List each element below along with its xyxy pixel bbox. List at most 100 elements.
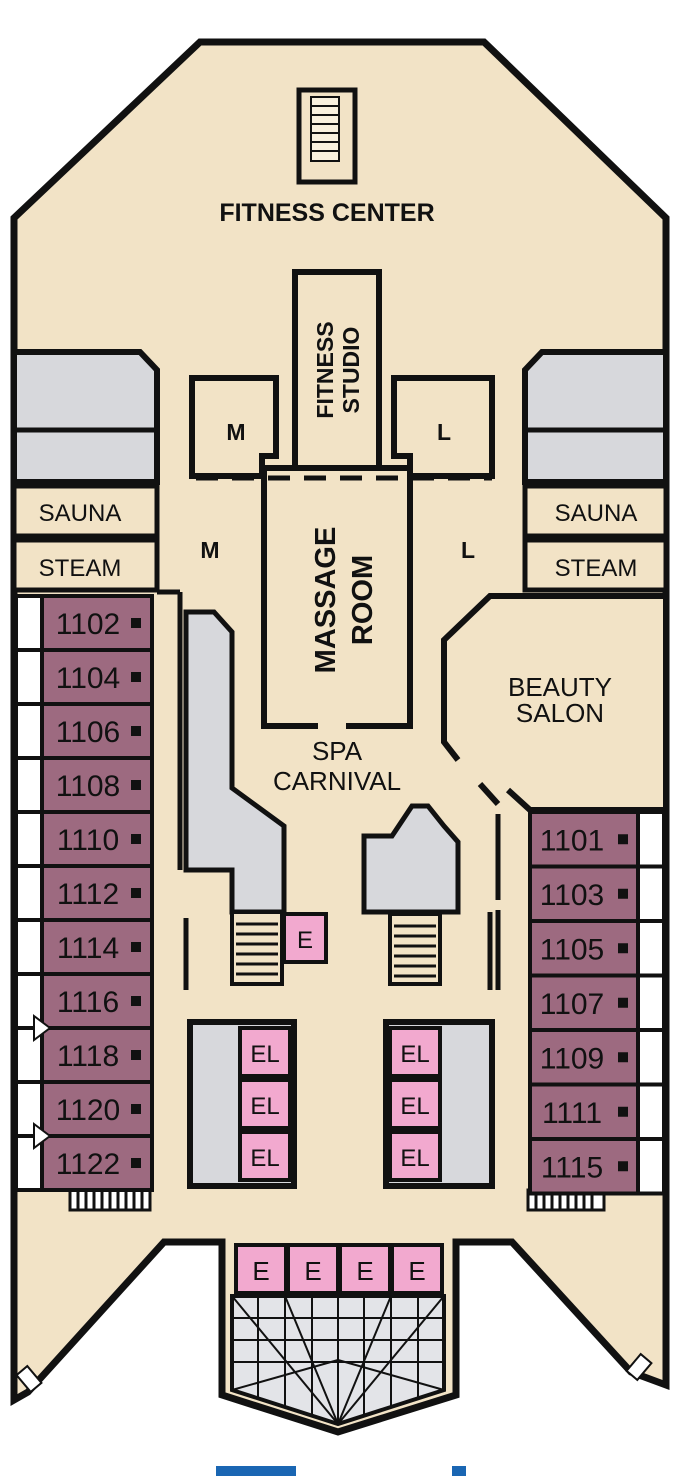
left-steam-label: STEAM xyxy=(39,555,122,582)
fitness-center-label: FITNESS CENTER xyxy=(219,199,434,227)
cabin-door-marker xyxy=(131,942,141,952)
cabin-door-marker xyxy=(618,1161,628,1172)
cabin-number: 1110 xyxy=(57,824,119,857)
bottom-elevator-1-label: E xyxy=(252,1256,269,1286)
left-steam-room xyxy=(11,537,160,593)
cabin-number: 1114 xyxy=(57,932,119,965)
left-upper-gray-block xyxy=(11,349,160,485)
cabin-1122: 1122 xyxy=(14,1134,154,1192)
left-corner-marker xyxy=(15,1364,43,1394)
left-vent-grille xyxy=(68,1188,152,1212)
cabin-balcony xyxy=(14,702,44,760)
balcony-marker-icon xyxy=(33,1122,52,1150)
cabin-number: 1111 xyxy=(542,1097,602,1130)
cabin-door-marker xyxy=(618,888,628,899)
left-cabin-column: 1102 1104 1106 1108 1110 1112 1114 1116 1118 1120… xyxy=(14,594,154,1192)
cabin-1114: 1114 xyxy=(14,918,154,976)
elevator-right-3 xyxy=(388,1130,442,1182)
cabin-door-marker xyxy=(131,1158,141,1168)
beauty-salon-label-2: SALON xyxy=(516,698,604,728)
cabin-door-marker xyxy=(131,1050,141,1060)
balcony-marker-icon xyxy=(33,1014,52,1042)
glass-atrium-skylight xyxy=(230,1294,446,1427)
fitness-studio-label-1: FITNESS xyxy=(312,321,338,418)
right-sauna-room xyxy=(522,483,669,539)
cabin-1102: 1102 xyxy=(14,594,154,652)
cabin-1111: 1111 xyxy=(528,1082,666,1141)
bottom-elevator-2-label: E xyxy=(304,1256,321,1286)
cabin-door-marker xyxy=(131,726,141,736)
cabin-number: 1106 xyxy=(56,716,121,749)
left-elevator-e-label: E xyxy=(297,927,313,954)
cabin-number: 1103 xyxy=(540,879,605,912)
left-stairs-icon xyxy=(230,910,284,986)
cabin-1116: 1116 xyxy=(14,972,154,1030)
cabin-1103: 1103 xyxy=(528,864,666,923)
left-sauna-label: SAUNA xyxy=(39,500,122,527)
cabin-number: 1115 xyxy=(541,1151,603,1184)
elevator-left-3 xyxy=(238,1130,292,1182)
cabin-balcony xyxy=(636,810,666,869)
left-spa-gray-area xyxy=(183,609,287,915)
center-stairs-icon xyxy=(388,912,442,986)
cabin-1115: 1115 xyxy=(528,1137,666,1196)
ladies-area-label: L xyxy=(461,537,475,563)
cabin-number: 1104 xyxy=(56,662,121,695)
cabin-number: 1107 xyxy=(540,988,605,1021)
cabin-door-marker xyxy=(131,996,141,1006)
bottom-blue-fragment-1 xyxy=(216,1466,296,1476)
spa-carnival-label-2: CARNIVAL xyxy=(273,766,401,796)
fitness-studio-label-2: STUDIO xyxy=(338,327,364,414)
bottom-elevator-2 xyxy=(286,1243,340,1295)
left-sauna-room xyxy=(11,483,160,539)
right-corner-marker xyxy=(625,1352,653,1382)
cabin-1109: 1109 xyxy=(528,1028,666,1087)
left-elevator-e xyxy=(282,912,328,964)
cabin-1106: 1106 xyxy=(14,702,154,760)
cabin-number: 1108 xyxy=(56,770,121,803)
cabin-balcony xyxy=(14,918,44,976)
elevator-right-1 xyxy=(388,1026,442,1078)
elevator-right-2-label: EL xyxy=(400,1093,429,1120)
elevator-left-3-label: EL xyxy=(250,1145,279,1172)
cabin-balcony xyxy=(636,864,666,923)
men-room-label: M xyxy=(226,419,245,445)
cabin-door-marker xyxy=(131,834,141,844)
cabin-number: 1112 xyxy=(57,878,119,911)
bottom-elevator-4 xyxy=(390,1243,444,1295)
cabin-number: 1118 xyxy=(57,1040,119,1073)
massage-room-label-1: MASSAGE xyxy=(310,527,342,674)
cabin-door-marker xyxy=(131,780,141,790)
spa-carnival-label-1: SPA xyxy=(312,736,363,766)
bottom-blue-fragment-2 xyxy=(452,1466,466,1476)
cabin-balcony xyxy=(636,973,666,1032)
cabin-door-marker xyxy=(618,997,628,1008)
elevator-right-3-label: EL xyxy=(400,1145,429,1172)
cabin-balcony xyxy=(636,1028,666,1087)
cabin-1101: 1101 xyxy=(528,810,666,869)
bottom-elevator-4-label: E xyxy=(408,1256,425,1286)
cabin-1108: 1108 xyxy=(14,756,154,814)
cabin-door-marker xyxy=(618,1052,628,1063)
right-upper-gray-block xyxy=(522,349,669,485)
men-area-label: M xyxy=(200,537,219,563)
cabin-number: 1116 xyxy=(57,986,119,1019)
cabin-balcony xyxy=(636,919,666,978)
cabin-balcony xyxy=(14,864,44,922)
elevator-left-1 xyxy=(238,1026,292,1078)
cabin-number: 1120 xyxy=(56,1094,121,1127)
cabin-balcony xyxy=(14,810,44,868)
cabin-door-marker xyxy=(618,1106,628,1117)
massage-room-label-2: ROOM xyxy=(347,555,379,645)
cabin-1110: 1110 xyxy=(14,810,154,868)
cabin-room xyxy=(40,648,154,706)
ladies-room-label: L xyxy=(437,419,451,445)
cabin-balcony xyxy=(14,594,44,652)
cabin-number: 1102 xyxy=(56,608,121,641)
elevator-right-1-label: EL xyxy=(400,1041,429,1068)
cabin-number: 1122 xyxy=(56,1148,121,1181)
cabin-1112: 1112 xyxy=(14,864,154,922)
men-restroom-room xyxy=(189,375,279,479)
